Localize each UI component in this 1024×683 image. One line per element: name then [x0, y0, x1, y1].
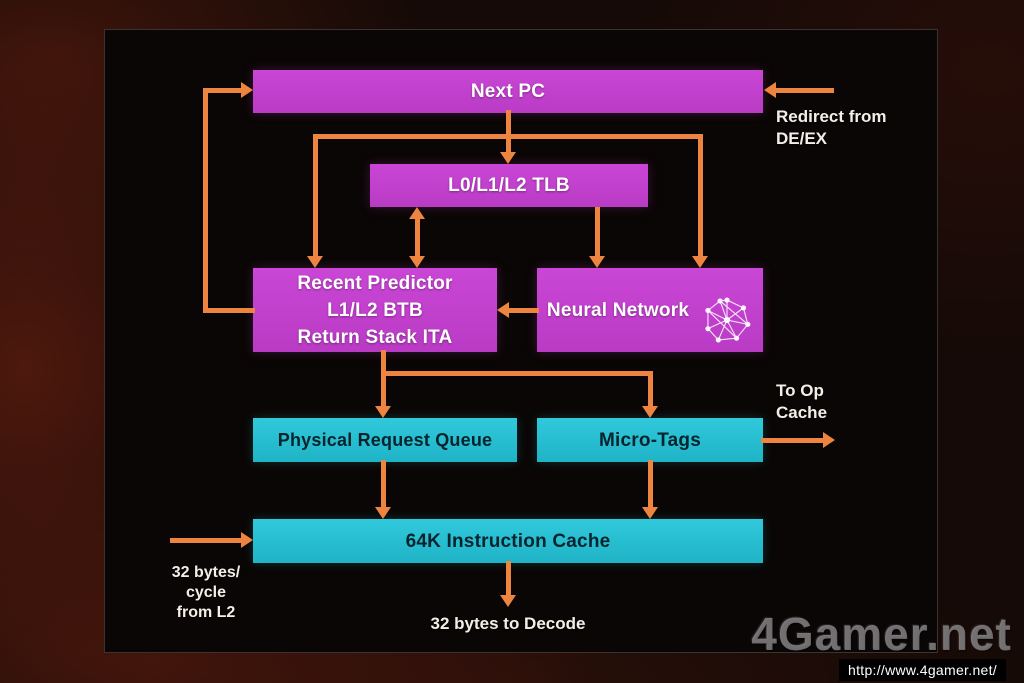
arrowhead-into-icache-from-l2 [241, 532, 253, 548]
box-neural-network: Neural Network [537, 268, 763, 352]
box-physical-request-queue: Physical Request Queue [253, 418, 517, 462]
arrowhead-into-icache-right [642, 507, 658, 519]
arrowhead-into-nextpc-left [241, 82, 253, 98]
box-instruction-cache: 64K Instruction Cache [253, 519, 763, 563]
arrow-to-prq [381, 371, 386, 408]
arrow-icache-to-decode [506, 561, 511, 597]
arrowhead-into-tlb-bottom [409, 207, 425, 219]
annotation-redirect: Redirect from DE/EX [776, 107, 887, 148]
arrowhead-into-predictor-top [307, 256, 323, 268]
arrow-predictor-to-nextpc-seg2 [203, 88, 208, 313]
watermark-logo: 4Gamer.net [751, 608, 1012, 660]
arrowhead-into-icache-left [375, 507, 391, 519]
arrowhead-redirect-into-nextpc [764, 82, 776, 98]
watermark-url: http://www.4gamer.net/ [838, 659, 1006, 681]
arrowhead-to-decode [500, 595, 516, 607]
arrowhead-into-tlb-top [500, 152, 516, 164]
box-next-pc: Next PC [253, 70, 763, 113]
arrow-mtags-to-icache [648, 460, 653, 509]
arrow-nextpc-stub [506, 110, 511, 139]
arrowhead-into-prq [375, 406, 391, 418]
arrowhead-into-neural-top [692, 256, 708, 268]
arrow-tlb-predictor-line [415, 217, 420, 258]
arrowhead-to-opcache [823, 432, 835, 448]
arrow-nextpc-to-predictor [313, 134, 318, 258]
arrow-prq-to-icache [381, 460, 386, 509]
annotation-from-l2: 32 bytes/ cycle from L2 [171, 564, 241, 621]
annotation-to-op-cache: To Op Cache [776, 381, 828, 422]
arrow-predictor-bus [381, 371, 653, 376]
box-branch-predictor: Recent Predictor L1/L2 BTB Return Stack … [253, 268, 497, 352]
arrow-redirect-line [776, 88, 834, 93]
arrow-to-micro-tags [648, 371, 653, 408]
neural-network-icon [701, 267, 753, 354]
arrowhead-into-micro-tags [642, 406, 658, 418]
arrow-predictor-to-nextpc-seg1 [203, 308, 255, 313]
arrow-tlb-to-neural [595, 207, 600, 258]
arrow-neural-to-predictor [509, 308, 539, 313]
box-tlb: L0/L1/L2 TLB [370, 164, 648, 207]
arrowhead-into-predictor-right [497, 302, 509, 318]
annotation-to-decode: 32 bytes to Decode [430, 614, 586, 633]
arrow-l2-to-icache [170, 538, 241, 543]
arrow-nextpc-to-tlb [506, 134, 511, 154]
box-micro-tags: Micro-Tags [537, 418, 763, 462]
arrow-predictor-to-nextpc-seg3 [203, 88, 242, 93]
arrow-predictor-stub [381, 350, 386, 376]
arrow-mtags-to-opcache [761, 438, 823, 443]
neural-network-label: Neural Network [546, 299, 690, 321]
arrowhead-into-neural-from-tlb [589, 256, 605, 268]
arrow-nextpc-to-neural [698, 134, 703, 258]
arrowhead-into-predictor-from-tlb [409, 256, 425, 268]
